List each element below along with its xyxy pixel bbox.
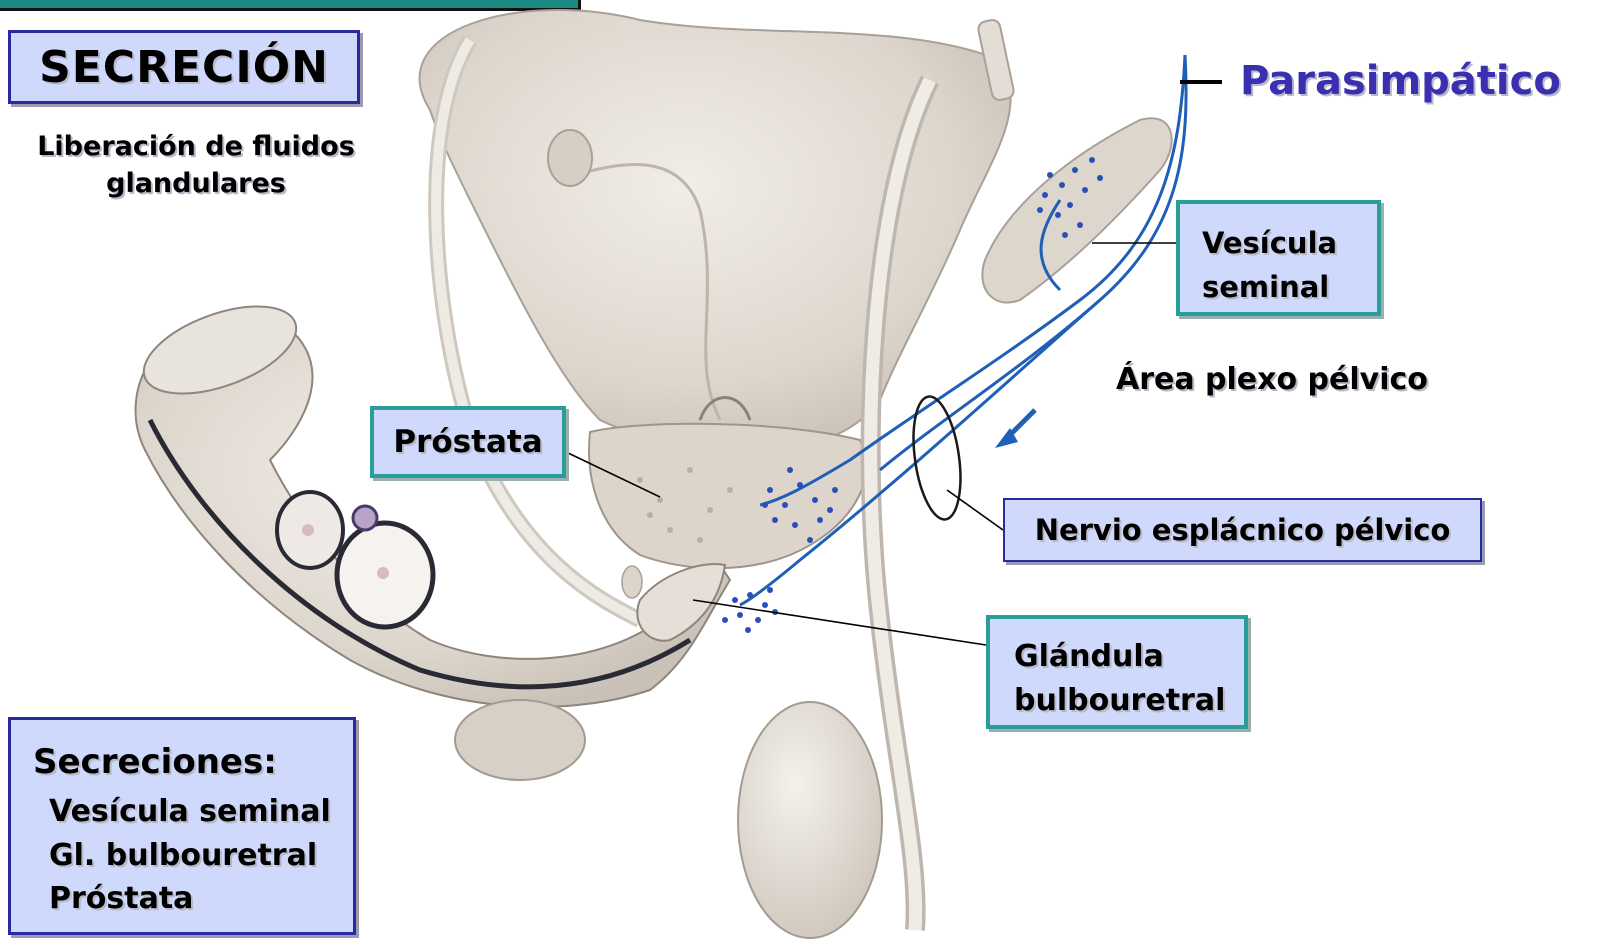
nerve-oval bbox=[907, 394, 968, 523]
secrecion-box: SECRECIÓN bbox=[8, 30, 360, 104]
vesicula-label: Vesícula seminal bbox=[1202, 222, 1352, 309]
secreciones-list: Vesícula seminal Gl. bulbouretral Prósta… bbox=[49, 790, 331, 921]
secrecion-subtitle: Liberación de fluidos glandulares bbox=[6, 128, 386, 203]
bladder bbox=[420, 10, 1011, 448]
parasimpatico-label: Parasimpático bbox=[1240, 58, 1561, 104]
prostata-label: Próstata bbox=[374, 410, 562, 474]
glandula-label-box: Glándula bulbouretral bbox=[986, 615, 1248, 729]
list-item: Próstata bbox=[49, 877, 331, 921]
list-item: Gl. bulbouretral bbox=[49, 834, 331, 878]
prostate bbox=[589, 424, 866, 568]
nervio-label-box: Nervio esplácnico pélvico bbox=[1003, 498, 1482, 562]
secreciones-box: Secreciones: Vesícula seminal Gl. bulbou… bbox=[8, 717, 356, 935]
testis bbox=[738, 702, 882, 938]
area-plexo-label: Área plexo pélvico bbox=[1116, 362, 1428, 397]
secreciones-title: Secreciones: bbox=[33, 742, 277, 782]
seminal-vesicle bbox=[982, 118, 1171, 302]
glandula-label: Glándula bulbouretral bbox=[1014, 635, 1224, 722]
secrecion-title: SECRECIÓN bbox=[11, 33, 357, 101]
list-item: Vesícula seminal bbox=[49, 790, 331, 834]
vesicula-label-box: Vesícula seminal bbox=[1176, 200, 1381, 316]
nervio-label: Nervio esplácnico pélvico bbox=[1005, 500, 1480, 560]
prostata-label-box: Próstata bbox=[370, 406, 566, 478]
